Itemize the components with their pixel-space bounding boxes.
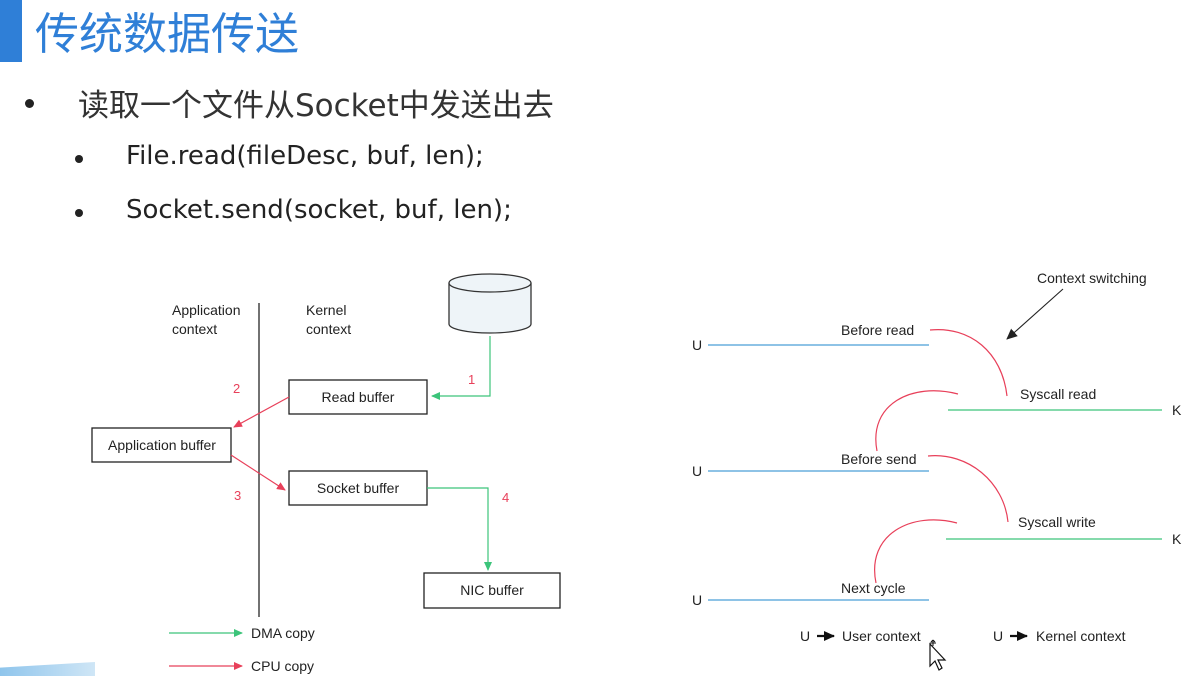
legend-user-context: User context: [842, 628, 921, 644]
bullet-dot: [75, 155, 83, 163]
legend-user-letter: U: [800, 628, 810, 644]
legend-kernel-context: Kernel context: [1036, 628, 1126, 644]
kernel-context-label-1: Kernel: [306, 302, 346, 318]
kernel-context-label-2: context: [306, 321, 351, 337]
switch-arc-kernel-to-user: [875, 390, 959, 452]
cpu-arrow-app-to-socket: [230, 454, 286, 491]
label-before-send: Before send: [841, 451, 917, 467]
row-letter-user: U: [692, 463, 702, 479]
cpu-arrow-read-to-app: [233, 396, 290, 428]
legend-cpu-label: CPU copy: [251, 658, 314, 674]
bullet-main: 读取一个文件从Socket中发送出去: [78, 88, 554, 124]
step-4-label: 4: [502, 490, 509, 505]
label-syscall-read: Syscall read: [1020, 386, 1096, 402]
app-context-label-1: Application: [172, 302, 241, 318]
step-2-label: 2: [233, 381, 240, 396]
row-letter-kernel: K: [1172, 531, 1182, 547]
read-buffer-label: Read buffer: [322, 389, 395, 405]
switch-arc-user-to-kernel: [927, 455, 1009, 523]
nic-buffer-box: [423, 572, 561, 609]
read-buffer-box: [288, 379, 428, 415]
context-switching-label: Context switching: [1037, 270, 1147, 286]
slide-title: 传统数据传送: [35, 9, 299, 60]
application-buffer-label: Application buffer: [108, 437, 216, 453]
label-next-cycle: Next cycle: [841, 580, 906, 596]
row-letter-user: U: [692, 337, 702, 353]
app-context-label-2: context: [172, 321, 217, 337]
bullet-dot: [25, 99, 34, 108]
application-buffer-box: [91, 427, 232, 463]
bullet-dot: [75, 209, 83, 217]
legend-dma-label: DMA copy: [251, 625, 315, 641]
socket-buffer-label: Socket buffer: [317, 480, 400, 496]
disk-icon: [448, 273, 532, 334]
title-accent-bar: [0, 0, 22, 62]
label-before-read: Before read: [841, 322, 914, 338]
right-diagram: Context switching U K U K U Before read …: [692, 270, 1182, 644]
label-syscall-write: Syscall write: [1018, 514, 1096, 530]
socket-buffer-box: [288, 470, 428, 506]
left-diagram: Application context Kernel context Read …: [91, 273, 561, 674]
step-1-label: 1: [468, 372, 475, 387]
nic-buffer-label: NIC buffer: [460, 582, 524, 598]
row-letter-user: U: [692, 592, 702, 608]
context-switching-pointer: [1006, 288, 1064, 340]
dma-arrow-disk-to-read: [431, 336, 491, 400]
bullet-file-read: File.read(fileDesc, buf, len);: [126, 141, 484, 171]
switch-arc-kernel-to-user: [874, 519, 958, 584]
dma-arrow-socket-to-nic: [427, 487, 492, 571]
move-cursor-icon: [929, 639, 947, 671]
step-3-label: 3: [234, 488, 241, 503]
row-letter-kernel: K: [1172, 402, 1182, 418]
legend-kernel-letter: U: [993, 628, 1003, 644]
switch-arc-user-to-kernel: [929, 329, 1008, 397]
bullet-socket-send: Socket.send(socket, buf, len);: [126, 195, 512, 225]
